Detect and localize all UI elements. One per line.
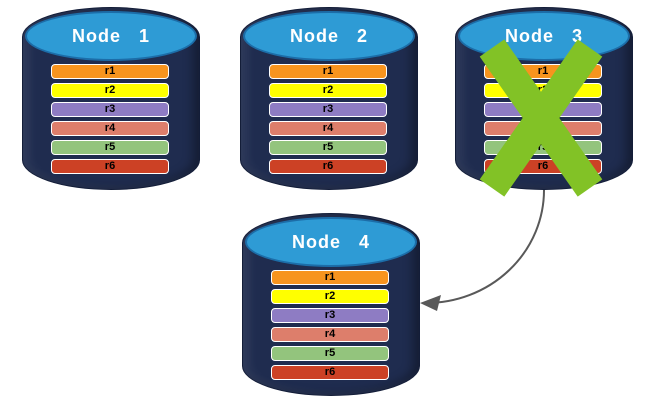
failover-arrowhead (420, 295, 441, 311)
node-4: Node 4 r1 r2 r3 r4 r5 r6 (242, 213, 420, 396)
record-bar-r4: r4 (484, 121, 602, 136)
node-1-record-stack: r1 r2 r3 r4 r5 r6 (51, 64, 169, 178)
record-bar-r1: r1 (51, 64, 169, 79)
record-bar-r5: r5 (51, 140, 169, 155)
node-4-cylinder-top: Node 4 (245, 217, 417, 267)
record-bar-r2: r2 (269, 83, 387, 98)
record-bar-r4: r4 (269, 121, 387, 136)
record-bar-r2: r2 (271, 289, 389, 304)
record-bar-r4: r4 (51, 121, 169, 136)
record-bar-r5: r5 (484, 140, 602, 155)
record-bar-r1: r1 (484, 64, 602, 79)
record-bar-r6: r6 (271, 365, 389, 380)
node-3-cylinder-top: Node 3 (458, 11, 630, 61)
record-bar-r2: r2 (51, 83, 169, 98)
record-bar-r2: r2 (484, 83, 602, 98)
record-bar-r1: r1 (271, 270, 389, 285)
record-bar-r6: r6 (51, 159, 169, 174)
node-4-record-stack: r1 r2 r3 r4 r5 r6 (271, 270, 389, 384)
record-bar-r1: r1 (269, 64, 387, 79)
record-bar-r3: r3 (269, 102, 387, 117)
node-3-title: Node 3 (504, 25, 583, 46)
node-1-title: Node 1 (71, 25, 150, 46)
record-bar-r5: r5 (269, 140, 387, 155)
node-2-record-stack: r1 r2 r3 r4 r5 r6 (269, 64, 387, 178)
record-bar-r5: r5 (271, 346, 389, 361)
node-3: Node 3 r1 r2 r3 r4 r5 r6 (455, 7, 633, 190)
node-1-cylinder-top: Node 1 (25, 11, 197, 61)
node-2-title: Node 2 (289, 25, 368, 46)
node-2: Node 2 r1 r2 r3 r4 r5 r6 (240, 7, 418, 190)
record-bar-r6: r6 (269, 159, 387, 174)
node-1: Node 1 r1 r2 r3 r4 r5 r6 (22, 7, 200, 190)
record-bar-r3: r3 (271, 308, 389, 323)
record-bar-r3: r3 (51, 102, 169, 117)
node-4-title: Node 4 (291, 231, 370, 252)
record-bar-r6: r6 (484, 159, 602, 174)
record-bar-r3: r3 (484, 102, 602, 117)
node-2-cylinder-top: Node 2 (243, 11, 415, 61)
node-3-record-stack: r1 r2 r3 r4 r5 r6 (484, 64, 602, 178)
failover-arrow (425, 189, 545, 304)
record-bar-r4: r4 (271, 327, 389, 342)
